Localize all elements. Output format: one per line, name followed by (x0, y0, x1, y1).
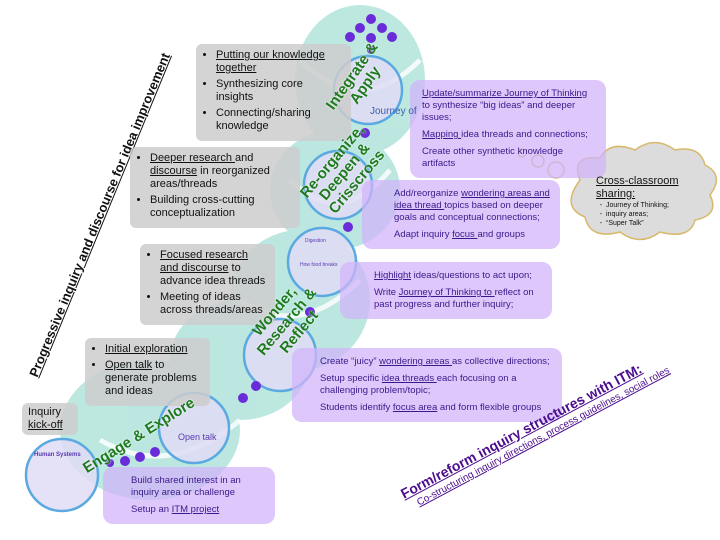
activity-item: Create other synthetic knowledge artifac… (422, 146, 563, 169)
activity-link: Mapping (422, 129, 462, 140)
activity-text: Adapt inquiry (394, 229, 453, 240)
activity-text: Setup specific (320, 373, 382, 384)
cloud-item: inquiry areas; (606, 210, 700, 219)
activity-link: idea threads (381, 373, 437, 384)
activity-link: Highlight (374, 270, 411, 281)
activity-text: each focusing on a challenging problem/t… (320, 373, 517, 396)
goal-item: Deeper research and discourse in reorgan… (150, 152, 292, 191)
goal-item: Focused research and discourse to advanc… (160, 249, 267, 288)
goal-item: Meeting of ideas across threads/areas (160, 291, 267, 317)
activity-link: Update/summarize Journey of Thinking (422, 88, 588, 99)
goal-item: Putting our knowledge together (216, 49, 343, 75)
open-talk-thumb-title: Open talk (178, 432, 217, 442)
kickoff-text: Inquiry (28, 406, 62, 418)
goal-link: Initial exploration (105, 343, 188, 355)
goal-text: in reorganized areas/threads (150, 165, 270, 190)
activity-item: Setup an ITM project (131, 504, 265, 516)
goal-text: and (235, 152, 254, 164)
activity-link: wondering areas and idea thread (394, 188, 550, 211)
digestion-thumb-title: Digestion (305, 238, 326, 244)
goal-item: Initial exploration (105, 343, 202, 356)
reorganize-activities-box: Add/reorganize wondering areas and idea … (362, 180, 560, 249)
activity-link: focus (452, 229, 478, 240)
cloud-item: “Super Talk” (606, 219, 700, 228)
kickoff-link: kick-off (28, 419, 63, 431)
activity-text: idea threads and connections; (461, 129, 588, 140)
activity-item: Students identify focus area and form fl… (320, 402, 552, 414)
goal-text: to advance idea threads (160, 262, 266, 287)
goal-item: Open talk to generate problems and ideas (105, 359, 202, 398)
activity-text: as collective directions; (452, 356, 550, 367)
cloud-shape (570, 141, 718, 241)
activity-link: wondering areas (379, 356, 453, 367)
activity-text: Write (374, 287, 399, 298)
goal-link: discourse (150, 165, 198, 177)
activity-text: and form flexible groups (437, 402, 542, 413)
goal-link: Focused research and discourse (160, 249, 249, 274)
progress-dots (106, 14, 397, 467)
activity-item: Mapping idea threads and connections; (422, 129, 596, 141)
activity-item: Update/summarize Journey of Thinking to … (422, 88, 596, 124)
goal-link: Putting our knowledge together (216, 49, 325, 74)
food-thumb-title: How food breaks (300, 262, 338, 268)
integrate-activities-box: Update/summarize Journey of Thinking to … (410, 80, 606, 178)
activity-item: Write Journey of Thinking to reflect on … (374, 287, 542, 311)
goal-link: Deeper research (150, 152, 235, 164)
engage-activities-box: Build shared interest in an inquiry area… (103, 467, 275, 524)
activity-link: Journey of Thinking to (398, 287, 495, 298)
goal-item: Synthesizing core insights (216, 78, 343, 104)
human-systems-thumb-title: Human Systems (34, 452, 81, 458)
activity-link: focus area (392, 402, 438, 413)
reflect-activities-box: Highlight ideas/questions to act upon; W… (340, 262, 552, 319)
goal-item: Building cross-cutting conceptualization (150, 194, 292, 220)
activity-text: Setup an (131, 504, 172, 515)
activity-text: to synthesize “big ideas” and deeper iss… (422, 100, 576, 123)
activity-text: Add/reorganize (394, 188, 462, 199)
reorganize-goals-box: Deeper research and discourse in reorgan… (130, 147, 300, 228)
cross-classroom-sharing: Cross-classroom sharing: Journey of Thin… (596, 175, 700, 228)
engage-goals-box: Initial exploration Open talk to generat… (85, 338, 210, 406)
integrate-goals-box: Putting our knowledge together Synthesiz… (196, 44, 351, 141)
wonder-activities-box: Create “juicy” wondering areas as collec… (292, 348, 562, 422)
kickoff-box: Inquiry kick-off (22, 403, 78, 435)
journey-thumb-title: Journey of (370, 106, 417, 117)
activity-text: ideas/questions to act upon; (410, 270, 532, 281)
wonder-goals-box: Focused research and discourse to advanc… (140, 244, 275, 325)
activity-item: Build shared interest in an inquiry area… (131, 475, 241, 498)
activity-item: Add/reorganize wondering areas and idea … (394, 188, 550, 224)
activity-text: Create “juicy” (320, 356, 380, 367)
activity-text: and groups (477, 229, 525, 240)
activity-item: Setup specific idea threads each focusin… (320, 373, 552, 397)
activity-item: Adapt inquiry focus and groups (394, 229, 550, 241)
goal-link: Open talk (105, 359, 153, 371)
cloud-title: Cross-classroom sharing: (596, 175, 679, 200)
goal-text: to generate problems and ideas (105, 359, 197, 397)
activity-text: reflect on past progress and further inq… (374, 287, 534, 310)
goal-item: Connecting/sharing knowledge (216, 107, 343, 133)
cloud-item: Journey of Thinking; (606, 201, 700, 210)
activity-item: Highlight ideas/questions to act upon; (374, 270, 542, 282)
human-systems-thumbnail (24, 437, 100, 513)
activity-text: topics based on deeper goals and concept… (394, 200, 543, 223)
activity-text: Students identify (320, 402, 393, 413)
activity-link: ITM project (171, 504, 220, 515)
activity-item: Create “juicy” wondering areas as collec… (320, 356, 552, 368)
